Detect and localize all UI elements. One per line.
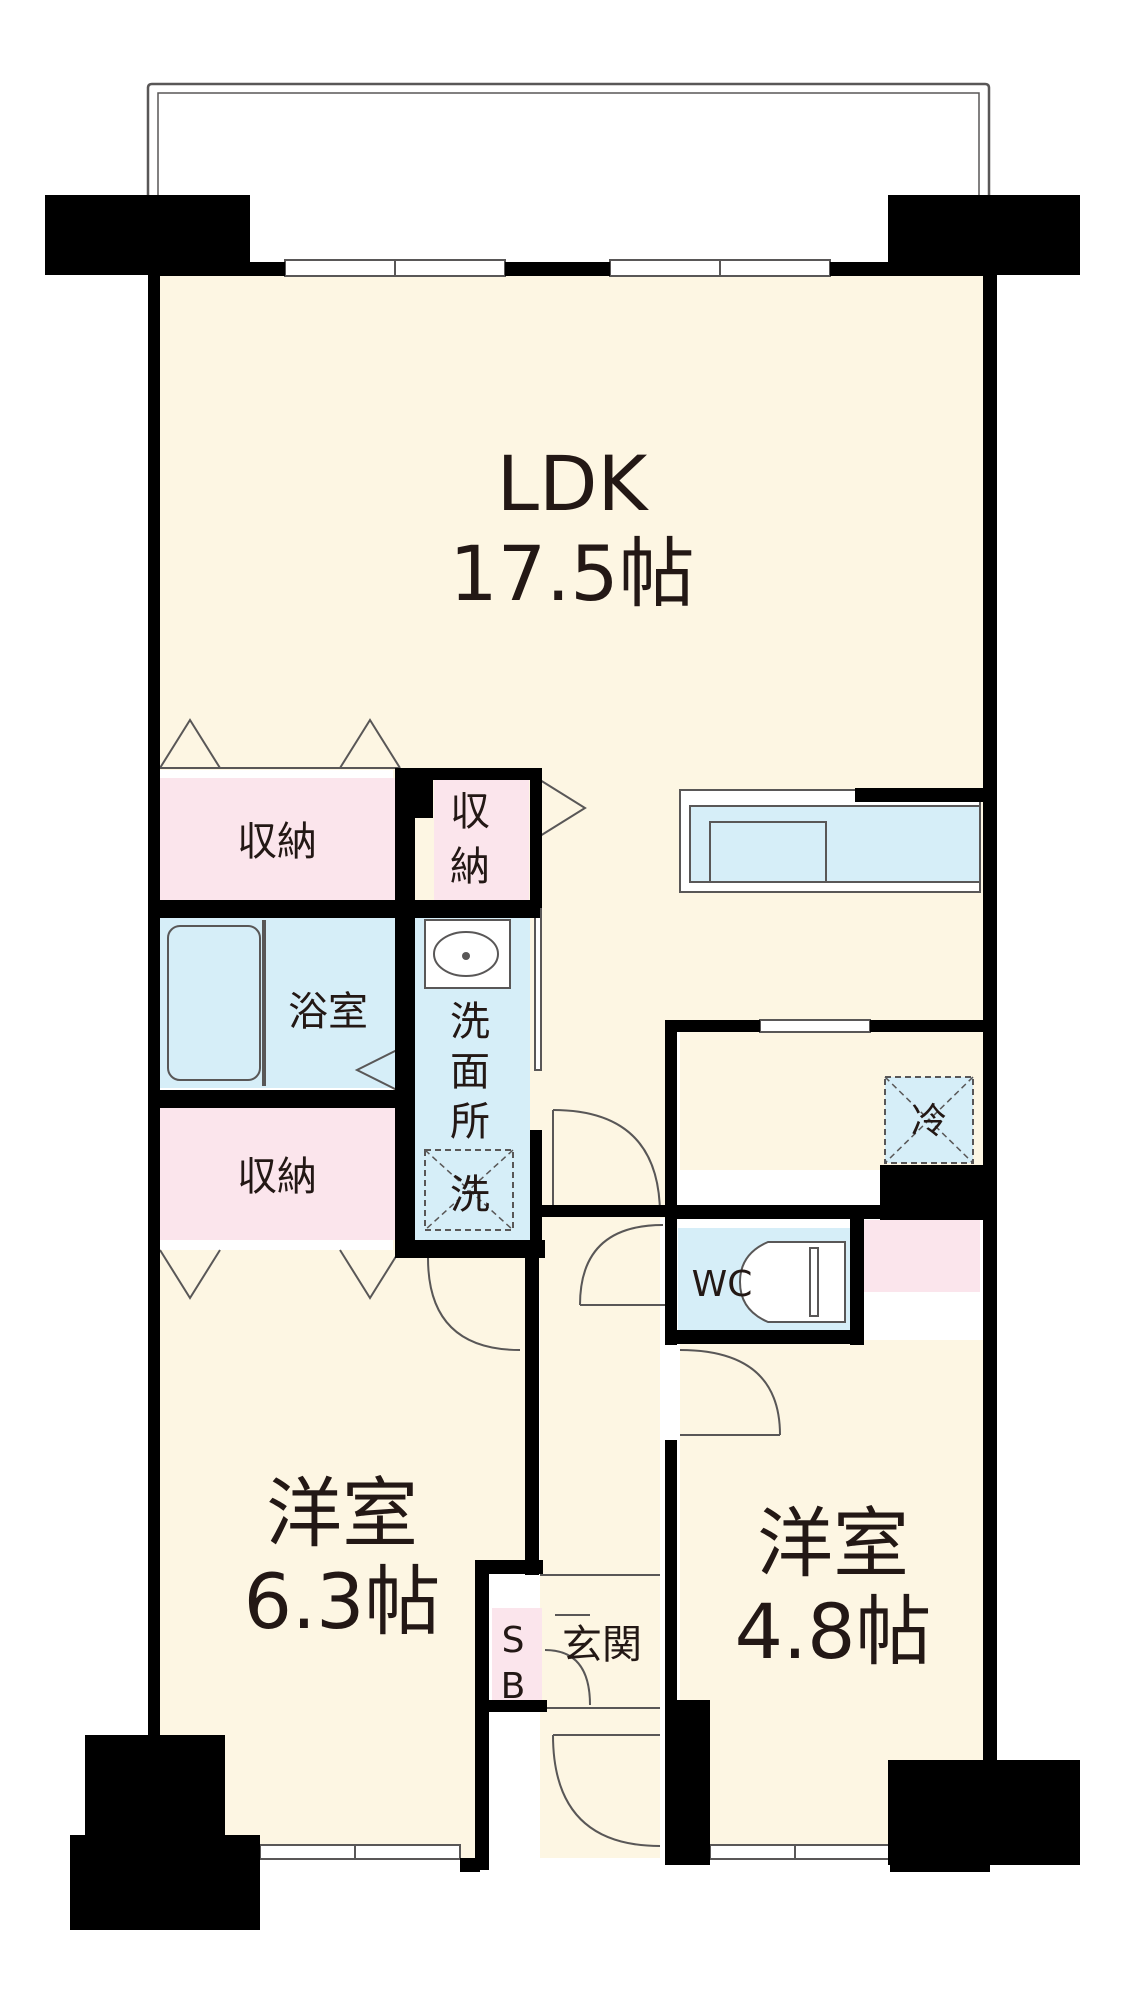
western-room-b-name: 洋室 [757,1499,909,1588]
ldk-floor [158,273,983,1290]
washroom-label-1: 洗 [450,999,490,1045]
ldk-name: LDK [497,439,650,528]
room-labels: LDK 17.5帖 収納 収 納 浴室 洗 面 所 洗 収納 冷 WC 洋室 6… [237,439,947,1707]
wash-basin [424,919,511,989]
washroom-label-3: 所 [450,1099,490,1145]
corridor-floor [540,1218,660,1858]
storage-small-floor [434,778,529,900]
washer-label: 洗 [450,1172,490,1218]
storage-small-label-2: 納 [450,844,490,890]
storage-right-floor [860,1220,980,1292]
storage-top-label: 収納 [237,819,317,865]
storage-mid-floor [160,1108,395,1240]
western-room-a-name: 洋室 [266,1469,418,1558]
western-room-a-floor [158,1250,525,1860]
shoebox-floor [492,1608,542,1710]
wc-label: WC [692,1264,753,1305]
thin-lines [159,718,781,1847]
western-room-a-size: 6.3帖 [244,1557,441,1646]
kitchen-counter [679,788,983,893]
storage-top-floor [160,778,395,900]
fridge-label: 冷 [911,1101,947,1142]
balcony [146,82,991,205]
storage-small-label-1: 収 [450,789,490,835]
windows [259,259,891,1860]
bath-label: 浴室 [288,989,368,1035]
shoebox-label-1: S [502,1620,525,1661]
western-room-b-size: 4.8帖 [735,1587,932,1676]
shoebox-label-2: B [501,1666,526,1707]
washer-box [424,1149,514,1231]
fridge-box [884,1076,974,1164]
bathtub [167,920,266,1086]
toilet-fixture [738,1241,846,1323]
washroom-label-2: 面 [450,1049,490,1095]
entrance-label: 玄関 [562,1622,642,1668]
ldk-size: 17.5帖 [449,529,694,618]
storage-mid-label: 収納 [237,1154,317,1200]
walls [45,195,1080,1930]
